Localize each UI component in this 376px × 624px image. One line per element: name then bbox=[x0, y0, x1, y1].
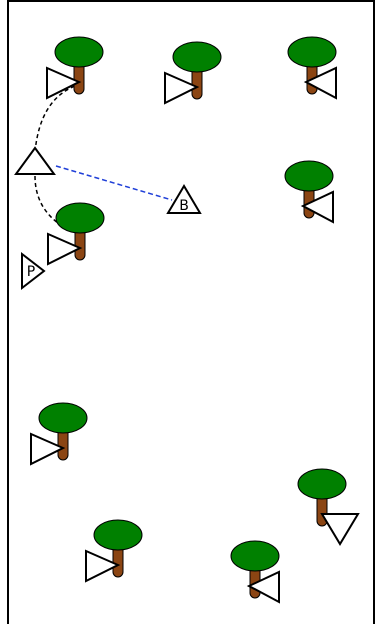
observer-triangle-marker bbox=[14, 146, 56, 175]
tree-marker-left bbox=[303, 66, 337, 100]
path-line-upper bbox=[34, 85, 76, 153]
tree-canopy bbox=[38, 402, 88, 434]
tree-canopy bbox=[93, 519, 143, 551]
tree-marker-left bbox=[246, 570, 280, 604]
tree-marker-down bbox=[320, 513, 360, 546]
tree-marker-right bbox=[164, 71, 200, 105]
marker-b-label: B bbox=[179, 198, 189, 214]
path-line-lower bbox=[34, 175, 63, 227]
tree-canopy bbox=[284, 160, 334, 192]
tree-canopy bbox=[55, 202, 105, 234]
tree-t5 bbox=[47, 202, 105, 266]
tree-marker-right bbox=[46, 66, 82, 100]
marker-b-triangle bbox=[166, 184, 202, 214]
tree-marker-right bbox=[30, 432, 66, 466]
tree-canopy bbox=[54, 36, 104, 68]
tree-t6 bbox=[30, 402, 88, 466]
tree-canopy bbox=[230, 540, 280, 572]
tree-t1 bbox=[46, 36, 104, 100]
marker-b: B bbox=[166, 184, 202, 214]
tree-t4 bbox=[284, 160, 334, 224]
tree-marker-left bbox=[300, 190, 334, 224]
tree-marker-right bbox=[47, 232, 83, 266]
field-border bbox=[7, 0, 375, 624]
sight-line bbox=[55, 165, 173, 201]
tree-canopy bbox=[287, 36, 337, 68]
marker-p: P bbox=[21, 251, 46, 291]
tree-canopy bbox=[172, 41, 222, 73]
tree-t2 bbox=[164, 41, 222, 105]
marker-p-triangle bbox=[21, 251, 46, 291]
tree-t8 bbox=[85, 519, 143, 583]
tree-marker-right bbox=[85, 549, 121, 583]
tree-t3 bbox=[287, 36, 337, 100]
marker-p-label: P bbox=[27, 264, 35, 280]
tree-t9 bbox=[230, 540, 280, 604]
tree-canopy bbox=[297, 468, 347, 500]
trees-layer bbox=[30, 36, 360, 604]
tree-t7 bbox=[297, 468, 360, 546]
